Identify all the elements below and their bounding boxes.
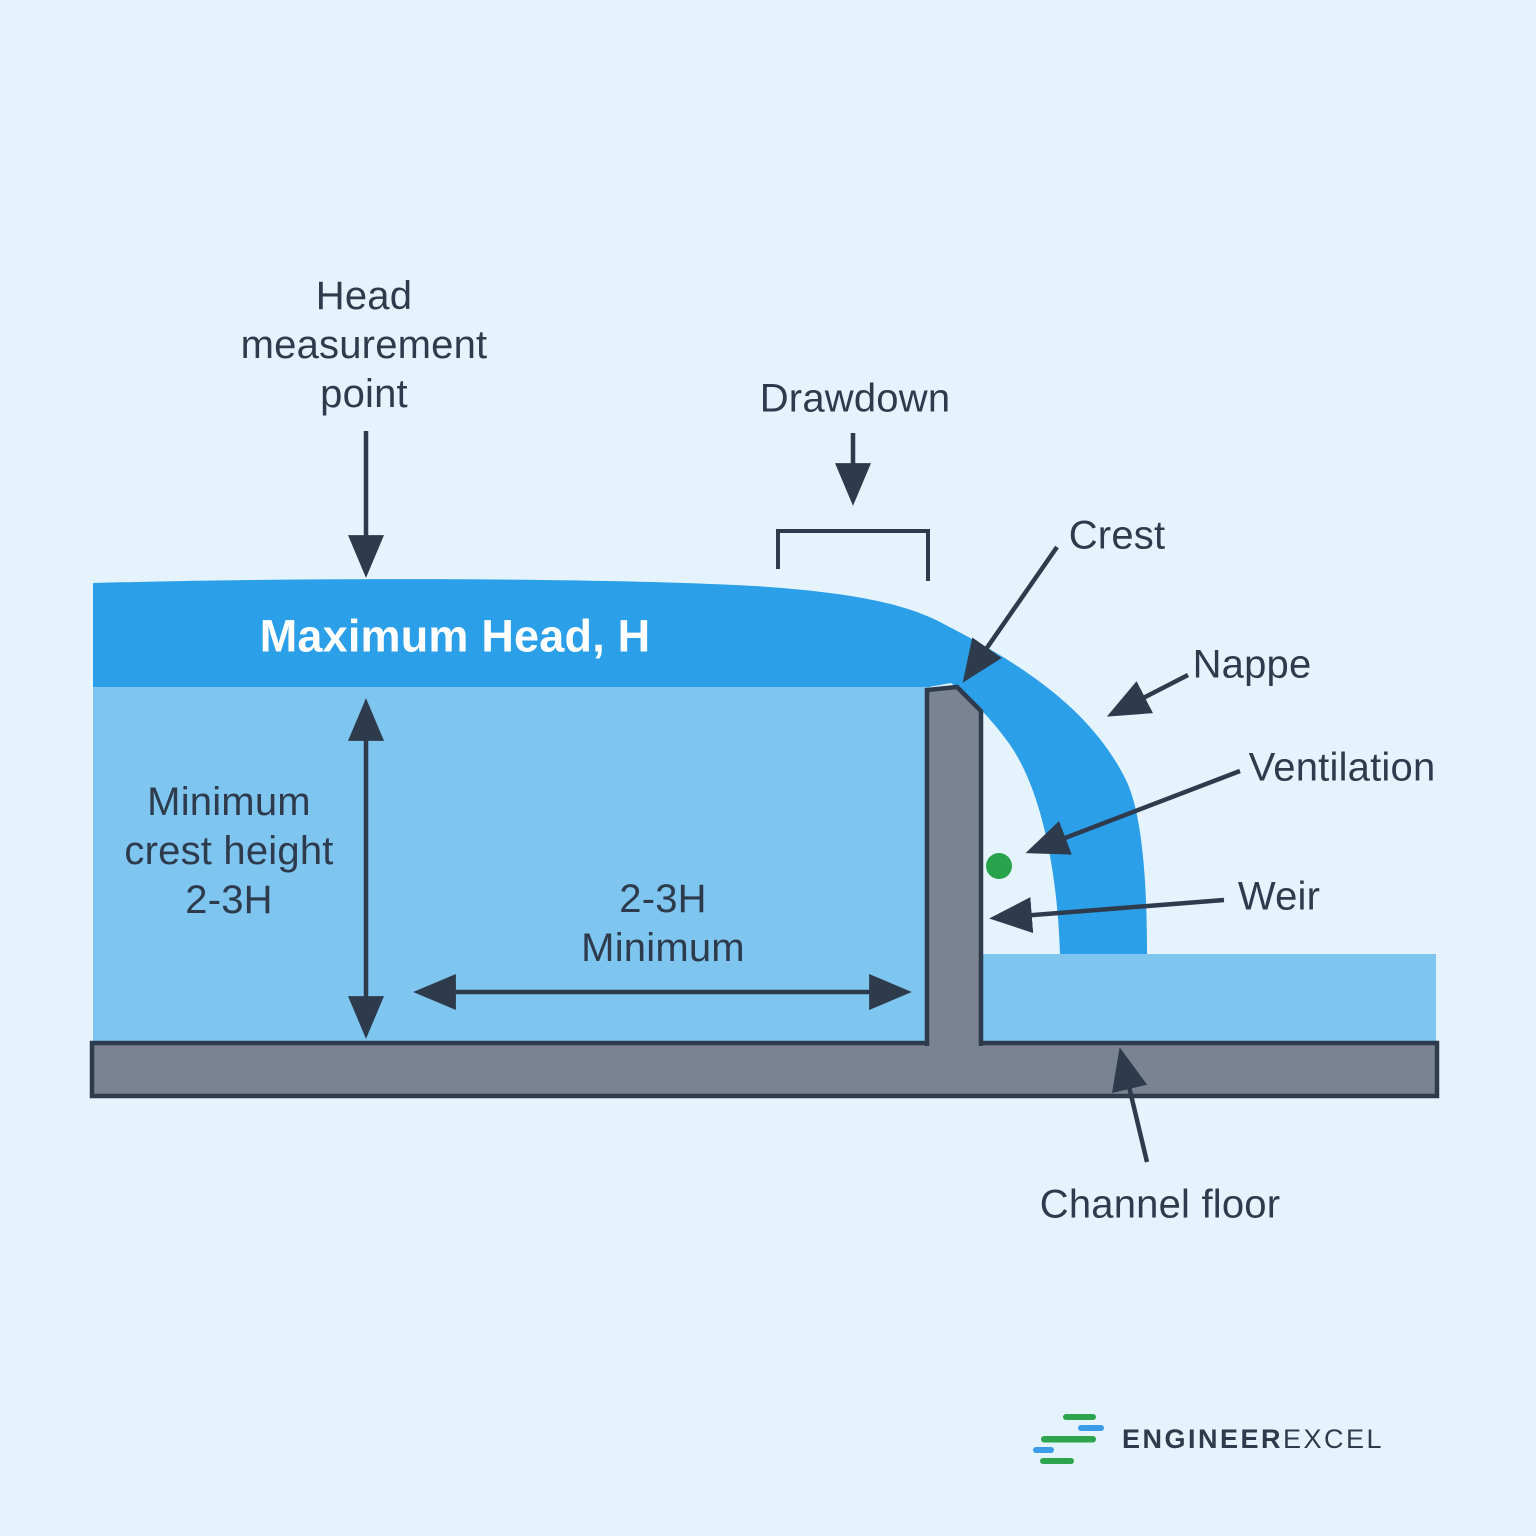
channel-floor-structure xyxy=(89,1040,1440,1099)
weir-wall-outline xyxy=(924,684,984,1046)
label-head-measurement-point: Head measurement point xyxy=(240,273,488,416)
label-crest: Crest xyxy=(1068,513,1166,558)
crest-arrow xyxy=(962,545,1059,683)
wordmark-excel: EXCEL xyxy=(1283,1423,1385,1454)
ventilation-arrow xyxy=(1025,768,1241,855)
tailwater-pool xyxy=(981,954,1436,1045)
label-min-upstream-width: 2-3H Minimum xyxy=(581,877,745,970)
label-weir: Weir xyxy=(1237,874,1321,919)
weir-wall xyxy=(925,686,983,1070)
label-drawdown: Drawdown xyxy=(759,376,951,421)
label-min-crest-height: Minimum crest height 2-3H xyxy=(124,779,334,922)
label-nappe: Nappe xyxy=(1192,642,1312,687)
channel-floor-arrow xyxy=(1112,1047,1150,1163)
wordmark-engineer: ENGINEER xyxy=(1122,1423,1284,1454)
label-ventilation: Ventilation xyxy=(1248,745,1436,790)
label-maximum-head: Maximum Head, H xyxy=(259,610,651,662)
engineerexcel-logo: ENGINEEREXCEL xyxy=(1028,1408,1384,1470)
ventilation-hole xyxy=(986,853,1012,879)
engineerexcel-wordmark: ENGINEEREXCEL xyxy=(1122,1424,1384,1455)
label-channel-floor: Channel floor xyxy=(1039,1182,1281,1227)
nappe-water xyxy=(93,579,1147,954)
drawdown-bracket xyxy=(776,529,930,581)
engineerexcel-logo-icon xyxy=(1033,1414,1104,1464)
nappe-arrow xyxy=(1106,672,1190,717)
weir-arrow xyxy=(989,897,1225,934)
